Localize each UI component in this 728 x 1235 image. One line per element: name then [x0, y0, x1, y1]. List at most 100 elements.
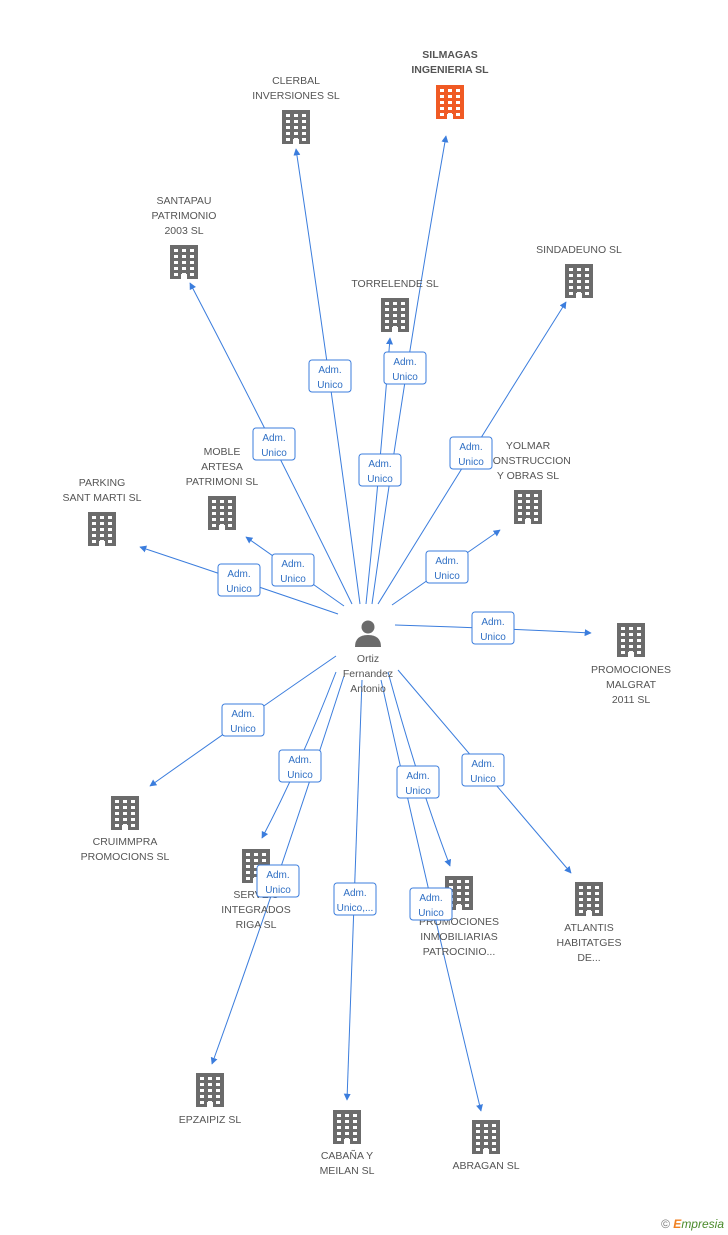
company-label-malgrat-line: 2011 SL [612, 694, 650, 706]
role-badge-text: Adm. [481, 617, 504, 628]
role-badge-atlantis[interactable]: Adm. Unico [461, 753, 505, 787]
company-label-santapau-line: 2003 SL [164, 225, 203, 237]
role-badge-text: Adm. [343, 888, 366, 899]
role-badge-text: Adm. [266, 870, 289, 881]
role-badge-text: Adm. [419, 893, 442, 904]
building-icon-parking[interactable] [88, 512, 116, 546]
company-label-parking: PARKING SANT MARTI SL [63, 477, 142, 504]
role-badge-text: Unico [418, 908, 444, 919]
person-icon[interactable] [355, 620, 381, 648]
company-label-yolmar-line: YOLMAR [506, 440, 551, 452]
building-icon-clerbal[interactable] [282, 110, 310, 144]
company-label-epzaipiz: EPZAIPIZ SL [179, 1114, 242, 1126]
role-badge-text: Unico [226, 584, 252, 595]
company-label-sindadeuno: SINDADEUNO SL [536, 244, 622, 256]
company-label-patrocinio-line: INMOBILIARIAS [420, 931, 498, 943]
company-label-parking-line: SANT MARTI SL [63, 492, 142, 504]
building-icon-sindadeuno[interactable] [565, 264, 593, 298]
company-label-malgrat: PROMOCIONES MALGRAT 2011 SL [591, 664, 671, 706]
company-label-riga-line: RIGA SL [236, 919, 277, 931]
building-icon-yolmar[interactable] [514, 490, 542, 524]
role-badge-text: Adm. [288, 755, 311, 766]
company-label-epzaipiz-line: EPZAIPIZ SL [179, 1114, 242, 1126]
role-badge-santapau[interactable]: Adm.Unico [252, 427, 296, 461]
company-label-patrocinio-line: PATROCINIO... [423, 946, 496, 958]
building-icon-epzaipiz[interactable] [196, 1073, 224, 1107]
company-label-malgrat-line: PROMOCIONES [591, 664, 671, 676]
company-label-moble-line: PATRIMONI SL [186, 476, 259, 488]
role-badge-text: Adm. [406, 771, 429, 782]
company-label-santapau-line: SANTAPAU [156, 195, 211, 207]
role-badge-text: Unico [367, 474, 393, 485]
company-label-cabana-line: CABAÑA Y [321, 1149, 373, 1162]
role-badge-riga[interactable]: Adm. Unico [278, 749, 322, 783]
role-badge-text: Adm. [459, 442, 482, 453]
company-label-riga-line: INTEGRADOS [221, 904, 290, 916]
role-badge-text: Unico [392, 372, 418, 383]
role-badge-malgrat[interactable]: Adm. Unico [471, 611, 515, 645]
role-badge-text: Adm. [281, 559, 304, 570]
company-label-santapau-line: PATRIMONIO [152, 210, 217, 222]
role-badge-torrelende[interactable]: Adm. Unico [358, 453, 402, 487]
role-badge-text: Adm. [227, 569, 250, 580]
company-label-yolmar-line: Y OBRAS SL [497, 470, 559, 482]
role-badge-patrocinio[interactable]: Adm. Unico [396, 765, 440, 799]
role-badge-abragan[interactable]: Adm. Unico [409, 887, 453, 921]
building-icon-moble[interactable] [208, 496, 236, 530]
role-badge-moble[interactable]: Adm.Unico [271, 553, 315, 587]
company-label-sindadeuno-line: SINDADEUNO SL [536, 244, 622, 256]
role-badge-text: Unico [261, 448, 287, 459]
role-badge-text: Adm. [368, 459, 391, 470]
center-person-label-line: Fernandez [343, 668, 393, 680]
role-badge-text: Unico [458, 457, 484, 468]
role-badge-text: Unico [405, 786, 431, 797]
role-badge-silmagas[interactable]: Adm.Unico [383, 351, 427, 385]
role-badge-text: Adm. [318, 365, 341, 376]
building-icon-atlantis[interactable] [575, 882, 603, 916]
role-badge-epzaipiz[interactable]: Adm. Unico [256, 864, 300, 898]
building-icon-silmagas[interactable] [436, 85, 464, 119]
center-person-label-line: Antonio [350, 683, 386, 695]
role-badge-cabana[interactable]: Adm.Unico,... [333, 882, 377, 916]
role-badge-text: Unico [287, 770, 313, 781]
role-badge-text: Adm. [471, 759, 494, 770]
building-icon-santapau[interactable] [170, 245, 198, 279]
role-badge-text: Unico [434, 571, 460, 582]
building-icon-cabana[interactable] [333, 1110, 361, 1144]
brand-logo[interactable]: Empresia [673, 1217, 724, 1231]
company-label-parking-line: PARKING [79, 477, 125, 489]
role-badge-yolmar[interactable]: Adm.Unico [425, 550, 469, 584]
company-label-cruimmpra-line: CRUIMMPRA [93, 836, 158, 848]
role-badge-text: Unico [265, 885, 291, 896]
company-label-santapau: SANTAPAU PATRIMONIO 2003 SL [152, 195, 217, 237]
company-label-moble-line: ARTESA [201, 461, 243, 473]
company-label-atlantis-line: HABITATGES [557, 937, 622, 949]
company-label-yolmar: YOLMAR CONSTRUCCION Y OBRAS SL [485, 440, 571, 482]
building-icon-torrelende[interactable] [381, 298, 409, 332]
company-label-yolmar-line: CONSTRUCCION [485, 455, 571, 467]
company-label-moble-line: MOBLE [204, 446, 241, 458]
copyright-symbol: © [661, 1217, 670, 1231]
company-label-malgrat-line: MALGRAT [606, 679, 657, 691]
role-badge-sindadeuno[interactable]: Adm. Unico [449, 436, 493, 470]
role-badge-clerbal[interactable]: Adm. Unico [308, 359, 352, 393]
company-label-atlantis-line: DE... [577, 952, 600, 964]
company-label-abragan: ABRAGAN SL [452, 1160, 519, 1172]
building-icon-malgrat[interactable] [617, 623, 645, 657]
role-badge-text: Unico [317, 380, 343, 391]
company-label-atlantis-line: ATLANTIS [564, 922, 613, 934]
company-label-atlantis: ATLANTIS HABITATGES DE... [557, 922, 622, 964]
role-badge-parking[interactable]: Adm. Unico [217, 563, 261, 597]
role-badge-text: Unico [470, 774, 496, 785]
role-badge-text: Unico [230, 724, 256, 735]
role-badge-text: Unico [480, 632, 506, 643]
building-icon-cruimmpra[interactable] [111, 796, 139, 830]
role-badge-cruimmpra[interactable]: Adm.Unico [221, 703, 265, 737]
building-icon-abragan[interactable] [472, 1120, 500, 1154]
